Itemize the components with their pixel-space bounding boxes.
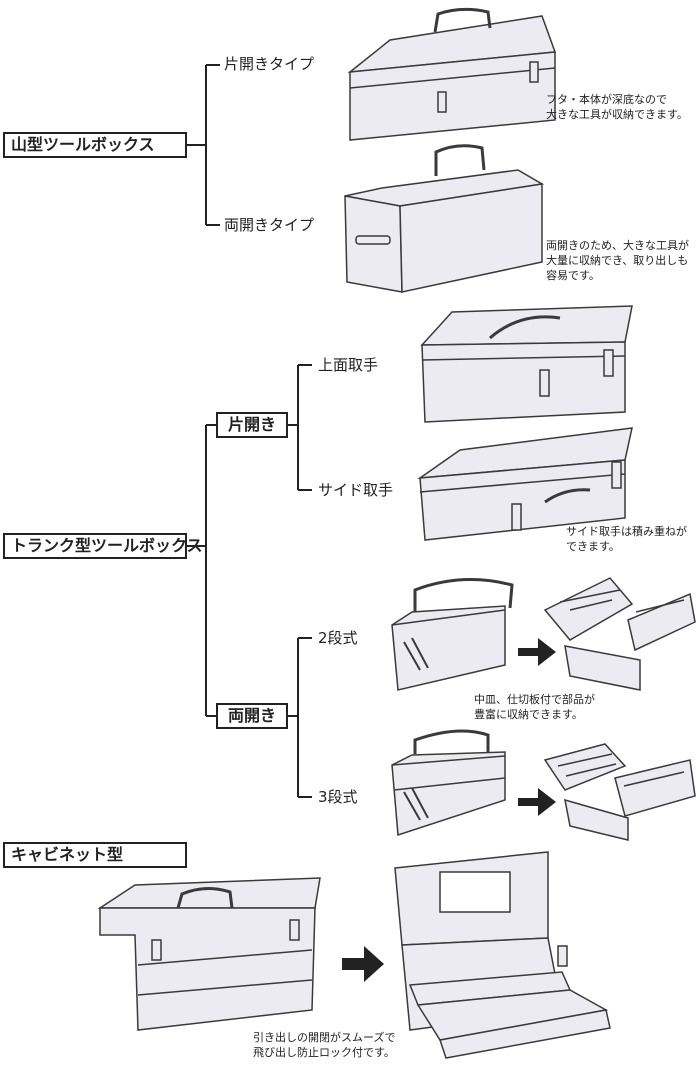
subcategory-ryobiraki: 両開き xyxy=(216,703,288,729)
type-yama-ryobiraki: 両開きタイプ xyxy=(224,216,315,234)
type-jomen-totte: 上面取手 xyxy=(318,356,379,374)
arrow-dan3 xyxy=(518,788,556,816)
arrow-dan2 xyxy=(518,638,556,666)
note-dan2: 中皿、仕切板付で部品が 豊富に収納できます。 xyxy=(474,693,595,721)
yama-ryobiraki-box-illustration xyxy=(344,144,545,293)
category-yamagata: 山型ツールボックス xyxy=(3,132,187,158)
yama-katabiraki-box-illustration xyxy=(347,7,557,141)
category-trunk: トランク型ツールボックス xyxy=(3,533,203,559)
cabinet-open-illustration xyxy=(394,851,611,1059)
note-yama-ryobiraki: 両開きのため、大きな工具が 大量に収納でき、取り出しも 容易です。 xyxy=(546,239,689,282)
trunk-side-handle-box-illustration xyxy=(417,427,633,541)
type-yama-katabiraki: 片開きタイプ xyxy=(224,55,315,73)
type-dan3: 3段式 xyxy=(318,788,358,806)
tree-connectors xyxy=(186,64,312,798)
category-cabinet: キャビネット型 xyxy=(3,842,187,868)
dan3-closed-box-illustration xyxy=(391,729,506,837)
arrow-cabinet xyxy=(342,946,384,982)
subcategory-katabiraki: 片開き xyxy=(216,412,288,438)
note-cabinet: 引き出しの開閉がスムーズで 飛び出し防止ロック付です。 xyxy=(253,1031,396,1059)
dan2-open-box-illustration xyxy=(543,577,696,691)
dan3-open-box-illustration xyxy=(543,743,696,841)
trunk-top-handle-box-illustration xyxy=(420,305,633,423)
note-yama-katabiraki: フタ・本体が深底なので 大きな工具が収納できます。 xyxy=(546,93,688,121)
type-side-totte: サイド取手 xyxy=(318,481,394,499)
cabinet-closed-illustration xyxy=(97,877,321,1031)
type-dan2: 2段式 xyxy=(318,629,358,647)
dan2-closed-box-illustration xyxy=(391,578,514,691)
note-side-totte: サイド取手は積み重ねが できます。 xyxy=(566,525,687,553)
